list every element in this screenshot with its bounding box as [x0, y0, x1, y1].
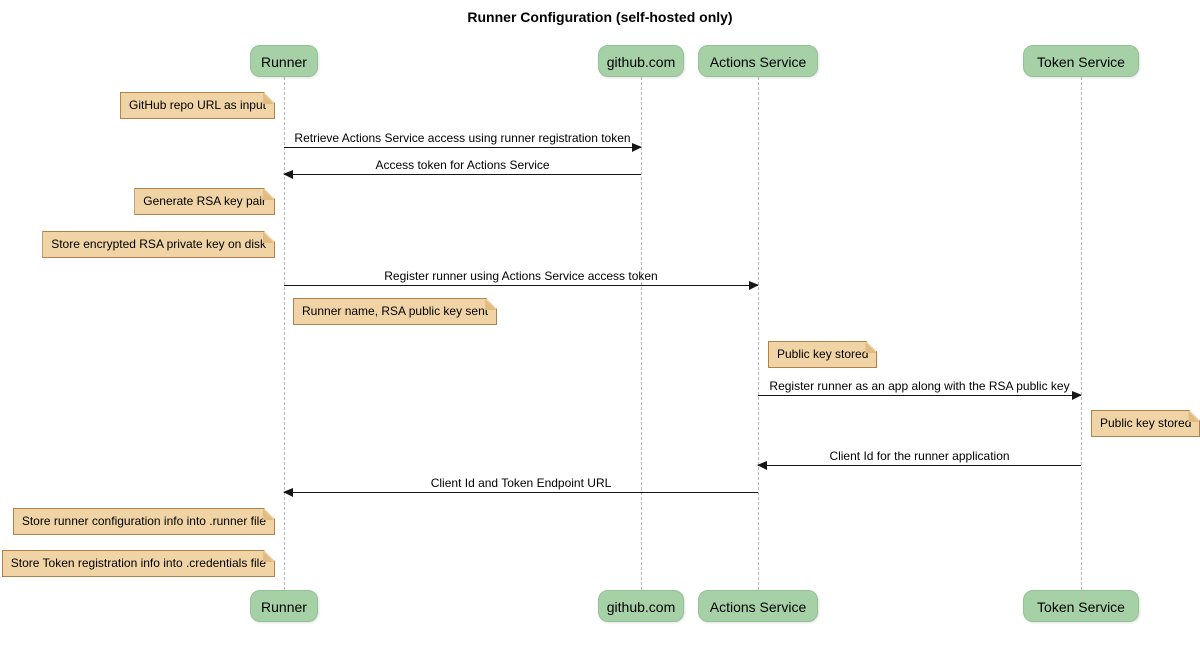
note-store-private-key: Store encrypted RSA private key on disk [42, 231, 275, 258]
participant-runner-bottom: Runner [250, 590, 318, 622]
message-label: Client Id and Token Endpoint URL [430, 476, 612, 490]
arrowhead-left-icon [283, 488, 293, 497]
message-client-id-endpoint: Client Id and Token Endpoint URL [283, 476, 758, 497]
message-register-runner: Register runner using Actions Service ac… [284, 269, 759, 290]
message-label: Retrieve Actions Service access using ru… [294, 131, 631, 145]
message-label: Client Id for the runner application [829, 449, 1010, 463]
participant-runner-top: Runner [250, 45, 318, 77]
lifeline-github [641, 77, 642, 590]
message-register-app: Register runner as an app along with the… [758, 379, 1082, 400]
message-access-token: Access token for Actions Service [283, 158, 641, 179]
participant-actions-service-bottom: Actions Service [698, 590, 818, 622]
lifeline-runner [284, 77, 285, 590]
participant-github-bottom: github.com [598, 590, 684, 622]
arrowhead-right-icon [749, 281, 759, 290]
message-line [284, 143, 642, 152]
lifeline-actions-service [758, 77, 759, 590]
participant-actions-service-top: Actions Service [698, 45, 818, 77]
arrowhead-left-icon [283, 170, 293, 179]
arrowhead-left-icon [757, 461, 767, 470]
message-label: Access token for Actions Service [375, 158, 550, 172]
arrowhead-right-icon [1072, 391, 1082, 400]
note-runner-name-sent: Runner name, RSA public key sent [293, 298, 497, 325]
note-generate-rsa: Generate RSA key pair [134, 188, 275, 215]
note-public-key-stored-actions: Public key stored [768, 341, 877, 368]
arrowhead-right-icon [632, 143, 642, 152]
note-public-key-stored-token: Public key stored [1091, 410, 1200, 437]
lifeline-token-service [1081, 77, 1082, 590]
message-label: Register runner as an app along with the… [769, 379, 1070, 393]
message-label: Register runner using Actions Service ac… [384, 269, 658, 283]
message-line [283, 488, 758, 497]
diagram-title: Runner Configuration (self-hosted only) [467, 9, 733, 25]
message-client-id: Client Id for the runner application [757, 449, 1081, 470]
note-repo-url: GitHub repo URL as input [120, 92, 275, 119]
message-line [757, 461, 1081, 470]
participant-token-service-bottom: Token Service [1023, 590, 1139, 622]
message-line [284, 281, 759, 290]
note-store-runner-file: Store runner configuration info into .ru… [13, 508, 275, 535]
message-retrieve-access: Retrieve Actions Service access using ru… [284, 131, 642, 152]
message-line [283, 170, 641, 179]
participant-github-top: github.com [598, 45, 684, 77]
participant-token-service-top: Token Service [1023, 45, 1139, 77]
message-line [758, 391, 1082, 400]
note-store-credentials-file: Store Token registration info into .cred… [2, 550, 275, 577]
